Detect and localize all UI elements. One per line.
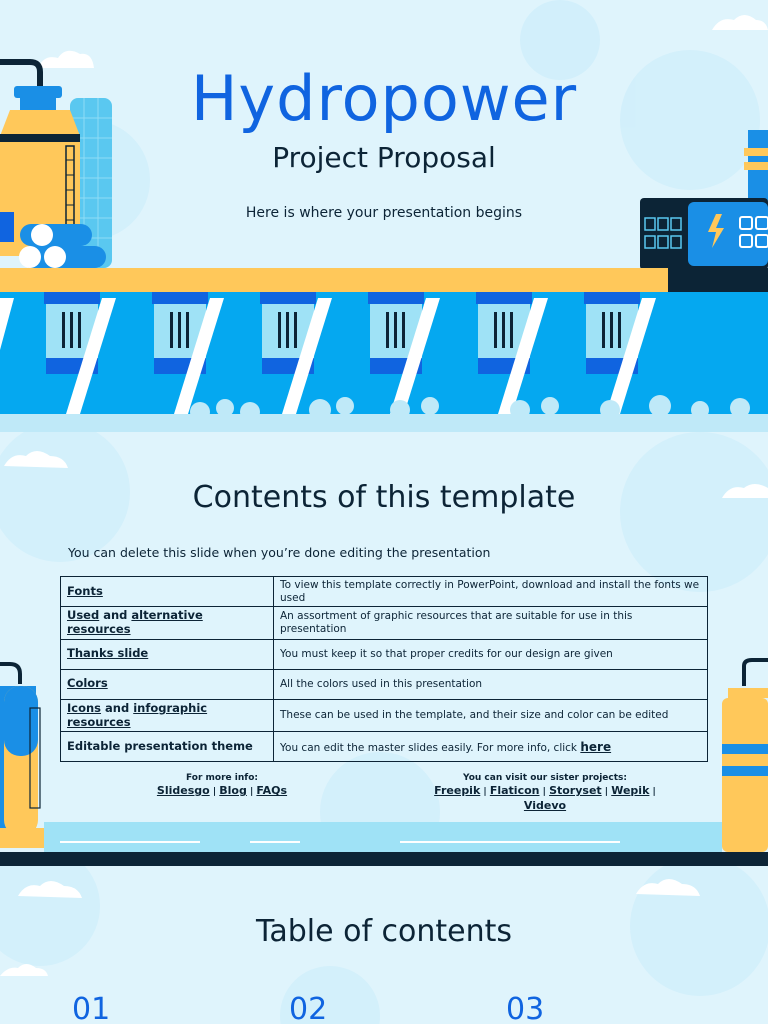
spillway-gate <box>368 292 440 414</box>
table-cell: You can edit the master slides easily. F… <box>280 741 581 754</box>
sister-projects-label: You can visit our sister projects: <box>463 773 627 783</box>
lightning-icon <box>708 214 724 248</box>
table-cell: An assortment of graphic resources that … <box>273 606 708 640</box>
alternative-resources-link[interactable]: alternative resources <box>67 608 203 636</box>
table-row: Icons and infographic resources These ca… <box>60 698 708 733</box>
toc-slide: Table of contents 01 02 03 <box>0 866 768 1024</box>
table-row: Thanks slide You must keep it so that pr… <box>60 638 708 670</box>
table-cell: Editable presentation theme <box>60 731 274 763</box>
spillway-gate <box>476 292 548 414</box>
toc-illustration <box>0 866 768 1024</box>
faqs-link[interactable]: FAQs <box>256 784 288 798</box>
spillway-gate <box>260 292 332 414</box>
contents-slide: Contents of this template You can delete… <box>0 432 768 866</box>
spillway-gate <box>152 292 224 414</box>
cover-slide: Hydropower Project Proposal Here is wher… <box>0 0 768 432</box>
slidesgo-link[interactable]: Slidesgo <box>156 784 210 798</box>
cloud-icon <box>38 15 768 68</box>
cloud-icon <box>0 879 700 976</box>
videvo-link[interactable]: Videvo <box>523 798 567 812</box>
dam-gates <box>0 292 656 414</box>
table-cell: These can be used in the template, and t… <box>273 698 708 733</box>
table-cell: To view this template correctly in Power… <box>273 575 708 608</box>
fonts-link[interactable]: Fonts <box>67 583 103 598</box>
presentation-title: Hydropower <box>190 62 578 135</box>
table-row: Editable presentation theme You can edit… <box>60 731 708 763</box>
table-row: Fonts To view this template correctly in… <box>60 575 708 608</box>
here-link[interactable]: here <box>580 739 612 754</box>
sister-projects-block: You can visit our sister projects: Freep… <box>420 772 670 814</box>
storyset-link[interactable]: Storyset <box>549 784 602 798</box>
toc-number-03: 03 <box>506 992 545 1024</box>
presentation-tagline: Here is where your presentation begins <box>245 205 523 221</box>
colors-link[interactable]: Colors <box>67 676 108 691</box>
spillway-gate <box>584 292 656 414</box>
presentation-subtitle: Project Proposal <box>272 141 496 174</box>
flaticon-link[interactable]: Flaticon <box>489 784 540 798</box>
table-cell: All the colors used in this presentation <box>273 668 708 700</box>
table-row: Colors All the colors used in this prese… <box>60 668 708 700</box>
blog-link[interactable]: Blog <box>219 784 247 798</box>
toc-number-01: 01 <box>72 992 111 1024</box>
cover-illustration <box>0 0 768 432</box>
infographic-resources-link[interactable]: infographic resources <box>67 700 208 729</box>
more-info-label: For more info: <box>186 773 258 783</box>
spillway-gate <box>44 292 116 414</box>
used-link[interactable]: Used <box>67 608 100 623</box>
toc-title: Table of contents <box>255 914 513 949</box>
contents-title: Contents of this template <box>192 480 576 515</box>
freepik-link[interactable]: Freepik <box>434 784 481 798</box>
cloud-icon <box>4 451 768 498</box>
thanks-slide-link[interactable]: Thanks slide <box>67 646 149 661</box>
wepik-link[interactable]: Wepik <box>611 784 650 798</box>
contents-description: You can delete this slide when you’re do… <box>68 545 491 560</box>
icons-link[interactable]: Icons <box>67 700 102 715</box>
more-info-block: For more info: Slidesgo | Blog | FAQs <box>142 772 302 799</box>
table-row: Used and alternative resources An assort… <box>60 606 708 640</box>
contents-illustration <box>0 432 768 866</box>
table-cell: You must keep it so that proper credits … <box>273 638 708 670</box>
toc-number-02: 02 <box>289 992 328 1024</box>
contents-table: Fonts To view this template correctly in… <box>60 575 708 763</box>
